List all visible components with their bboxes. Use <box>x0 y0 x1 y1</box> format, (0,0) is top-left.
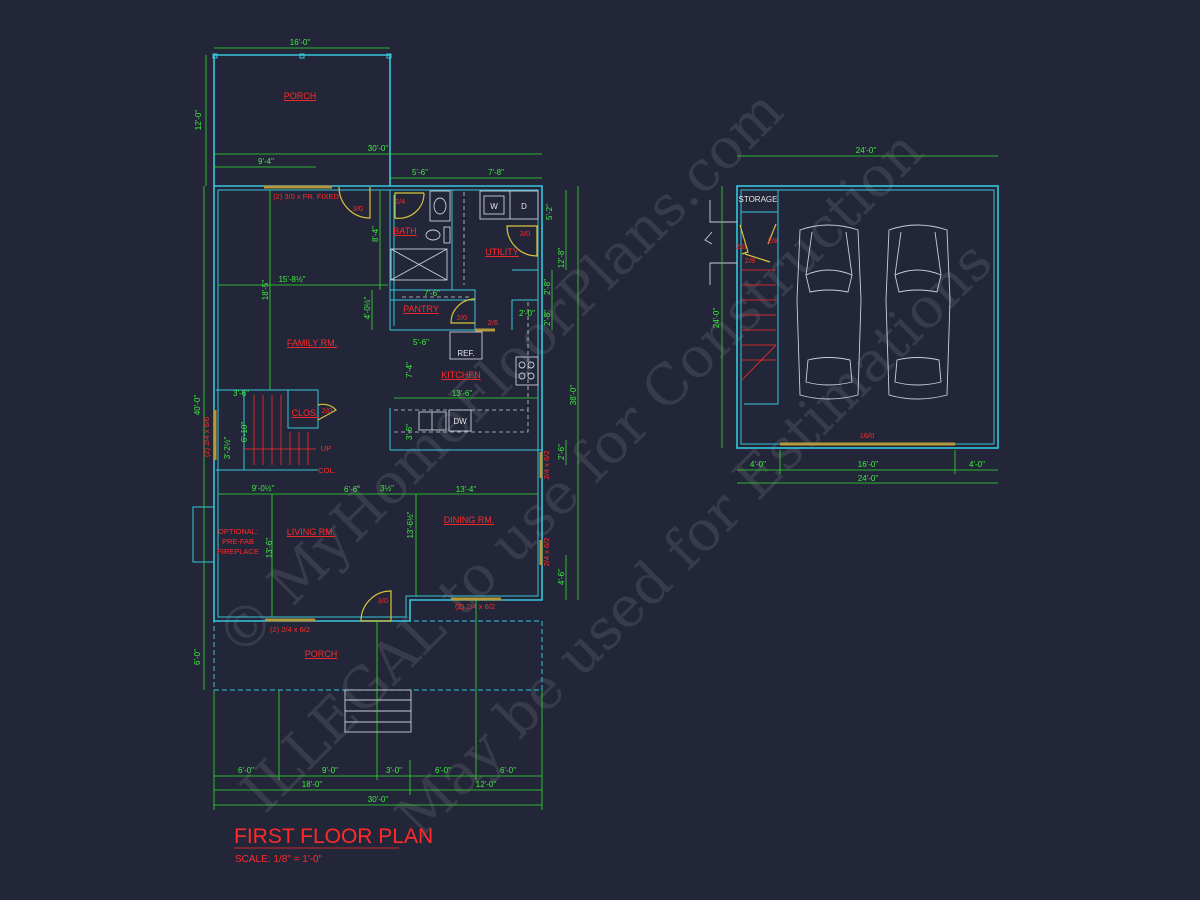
dim-right-2-8a: 2'-8" <box>543 279 552 295</box>
fireplace-line-1: OPTIONAL: <box>218 527 258 536</box>
dim-garage-side: 24'-0" <box>712 308 721 329</box>
dim-left-40: 40'-0" <box>193 395 202 416</box>
label-col: COL. <box>318 466 336 475</box>
dim-kitchen-3-6: 3'-6" <box>405 424 414 440</box>
dim-top-7-8: 7'-8" <box>488 168 504 177</box>
dimension-labels: 16'-0" 12'-0" 30'-0" 9'-4" 5'-6" 7'-8" 8… <box>193 38 578 804</box>
dim-stair-3-6: 3'-6" <box>233 389 249 398</box>
label-door-2-6: 2/6 <box>488 318 498 327</box>
dim-living-9-0: 9'-0½" <box>252 484 275 493</box>
dim-garage-4a: 4'-0" <box>750 460 766 469</box>
dim-kitchen-width: 13'-6" <box>452 389 473 398</box>
dim-top-5-6: 5'-6" <box>412 168 428 177</box>
dim-family-width: 15'-8½" <box>278 275 305 284</box>
drawing-scale: SCALE: 1/8" = 1'-0" <box>235 854 323 865</box>
dim-garage-bottom: 24'-0" <box>858 474 879 483</box>
dim-bottom-6c: 6'-0" <box>500 766 516 775</box>
label-garage-door-3: 2/8 <box>745 256 755 265</box>
dim-bath: 8'-4" <box>371 226 380 242</box>
dim-dining-depth: 13'-6½" <box>406 511 415 538</box>
dim-bottom-6a: 6'-0" <box>238 766 254 775</box>
dim-stair-6-10: 6'-10" <box>240 422 249 443</box>
stair-treads <box>244 395 316 465</box>
fireplace-line-2: PRE-FAB <box>222 537 254 546</box>
dim-living-depth: 13'-6" <box>265 538 274 559</box>
label-kitchen: KITCHEN <box>441 370 481 380</box>
dim-3-half: 3½" <box>380 484 394 493</box>
car-icon <box>796 224 862 400</box>
label-window-dining-1: 2/4 x 6/2 <box>542 451 551 480</box>
label-storage: STORAGE <box>739 195 778 204</box>
label-garage-door-2: 2/8 <box>768 236 778 245</box>
dim-2-0: 2'-0" <box>519 309 535 318</box>
label-door-utility: 3/0 <box>520 229 530 238</box>
dim-garage-16: 16'-0" <box>858 460 879 469</box>
label-window-left: (2) 2/4 x 6/6 <box>202 417 211 457</box>
dim-garage-4b: 4'-0" <box>969 460 985 469</box>
drawing-title: FIRST FLOOR PLAN SCALE: 1/8" = 1'-0" <box>234 825 433 865</box>
dimension-lines <box>203 47 579 810</box>
garage-plan: STORAGE 2/8 2/8 2/8 16/0 24'-0" 24'-0" 4… <box>704 146 999 484</box>
label-door-closet: 2/0 <box>322 406 332 415</box>
car-icon <box>885 224 951 400</box>
garage-stairs <box>741 269 777 381</box>
doors-windows <box>213 185 543 622</box>
label-door-front: 3/0 <box>378 596 388 605</box>
label-garage-overhead-door: 16/0 <box>860 431 875 440</box>
label-family-room: FAMILY RM. <box>287 338 337 348</box>
dim-ref: 5'-6" <box>413 338 429 347</box>
dim-bottom-3: 3'-0" <box>386 766 402 775</box>
label-fr-fixed: (2) 3/0 x FR. FIXED <box>273 192 339 201</box>
dim-porch-width: 16'-0" <box>290 38 311 47</box>
dim-dining-width: 13'-4" <box>456 485 477 494</box>
dim-bottom-18: 18'-0" <box>302 780 323 789</box>
dim-right-12-8: 12'-8" <box>557 248 566 269</box>
label-bath: BATH <box>393 226 416 236</box>
dim-bottom-6b: 6'-0" <box>435 766 451 775</box>
dim-pantry-height: 4'-0½" <box>363 297 372 320</box>
label-window-front-right: (2) 2/4 x 6/2 <box>455 602 495 611</box>
dishwasher-label: DW <box>453 417 467 426</box>
dim-pantry-width: 7'-6" <box>424 289 440 298</box>
dim-top-30: 30'-0" <box>368 144 389 153</box>
fireplace-line-3: FIREPLACE <box>217 547 259 556</box>
dim-left-6: 6'-0" <box>193 649 202 665</box>
label-door-rear: 3/0 <box>353 204 363 213</box>
dim-family-depth: 18'-5" <box>261 280 270 301</box>
dim-stair-3-2: 3'-2½" <box>223 437 232 460</box>
dim-right-4-6: 4'-6" <box>557 569 566 585</box>
dim-right-2-8b: 2'-8" <box>543 310 552 326</box>
label-living-room: LIVING RM. <box>287 527 336 537</box>
dryer-label: D <box>521 202 527 211</box>
dim-living-6-6: 6'-6" <box>344 485 360 494</box>
dim-bottom-12: 12'-0" <box>476 780 497 789</box>
dim-right-2-6: 2'-6" <box>557 444 566 460</box>
dim-right-38: 38'-0" <box>569 385 578 406</box>
label-door-bath: 2/4 <box>395 197 405 206</box>
dim-kitchen-7-4: 7'-4" <box>405 362 414 378</box>
first-floor-fixtures: W D REF. DW <box>213 190 543 733</box>
dim-bottom-9: 9'-0" <box>322 766 338 775</box>
label-pantry: PANTRY <box>403 304 439 314</box>
title-first-floor-plan: FIRST FLOOR PLAN <box>234 825 433 848</box>
label-garage-door-1: 2/8 <box>736 242 746 251</box>
label-utility: UTILITY <box>485 247 519 257</box>
dim-right-5-2: 5'-2" <box>545 204 554 220</box>
label-door-pantry: 2/0 <box>457 313 467 322</box>
label-dining-room: DINING RM. <box>444 515 495 525</box>
label-closet: CLOS. <box>291 408 318 418</box>
label-rear-porch: PORCH <box>284 91 317 101</box>
label-window-dining-2: 2/4 x 6/2 <box>542 538 551 567</box>
dim-bottom-total: 30'-0" <box>368 795 389 804</box>
label-up: UP <box>321 444 331 453</box>
dim-top-9-4: 9'-4" <box>258 157 274 166</box>
dim-garage-top: 24'-0" <box>856 146 877 155</box>
label-front-porch: PORCH <box>305 649 338 659</box>
dim-porch-depth: 12'-0" <box>194 110 203 131</box>
washer-label: W <box>490 202 498 211</box>
room-labels: PORCH BATH UTILITY PANTRY FAMILY RM. KIT… <box>202 91 551 659</box>
label-window-front-left: (2) 2/4 x 6/2 <box>270 625 310 634</box>
refrigerator-label: REF. <box>457 349 474 358</box>
